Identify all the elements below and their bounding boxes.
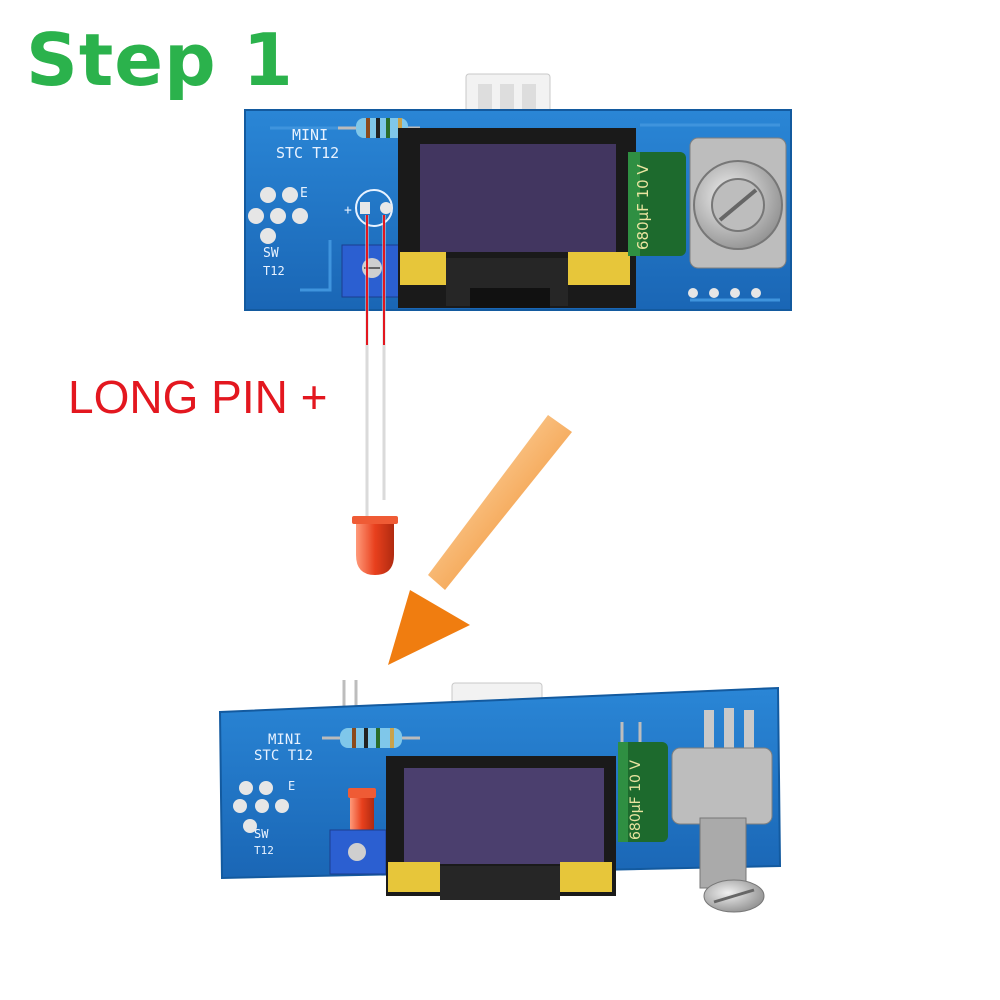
bottom-label-stc-t12: STC T12 — [254, 748, 313, 764]
bottom-resistor — [322, 728, 420, 748]
capacitor: 680µF 10 V — [628, 152, 686, 256]
bottom-label-t12: T12 — [254, 844, 274, 857]
trim-potentiometer — [341, 244, 401, 298]
board-label-t12: T12 — [263, 264, 285, 278]
led-component — [352, 215, 398, 575]
led-footprint: + — [344, 189, 393, 227]
board-label-mini: MINI — [292, 126, 328, 144]
board-label-sw: SW — [263, 246, 279, 261]
bottom-label-e: E — [288, 779, 295, 793]
bottom-capacitor-label: 680µF 10 V — [628, 760, 644, 840]
bottom-label-mini: MINI — [268, 732, 302, 748]
top-pcb-board: MINI STC T12 E SW T12 + — [244, 73, 792, 311]
led-body — [356, 522, 394, 575]
capacitor-label: 680µF 10 V — [634, 164, 652, 250]
encoder-pads — [248, 187, 308, 244]
bottom-trim-potentiometer — [329, 829, 387, 875]
bottom-encoder-pads — [233, 781, 289, 833]
oled-display — [398, 128, 636, 308]
led-plus-marker: + — [344, 203, 352, 218]
bottom-label-sw: SW — [254, 827, 269, 841]
bottom-oled-display — [386, 756, 616, 900]
top-connector — [465, 73, 551, 129]
board-label-e: E — [300, 186, 308, 201]
header-pads — [688, 288, 761, 298]
step-title: Step 1 — [26, 18, 294, 102]
bottom-capacitor: 680µF 10 V — [618, 722, 668, 842]
rotary-encoder — [689, 137, 787, 269]
direction-arrow — [388, 415, 572, 665]
bottom-pcb-board: MINI STC T12 E SW T12 — [218, 680, 782, 913]
bottom-rotary-encoder — [671, 708, 773, 913]
long-pin-label: LONG PIN + — [68, 371, 328, 423]
board-label-stc-t12: STC T12 — [276, 144, 339, 162]
